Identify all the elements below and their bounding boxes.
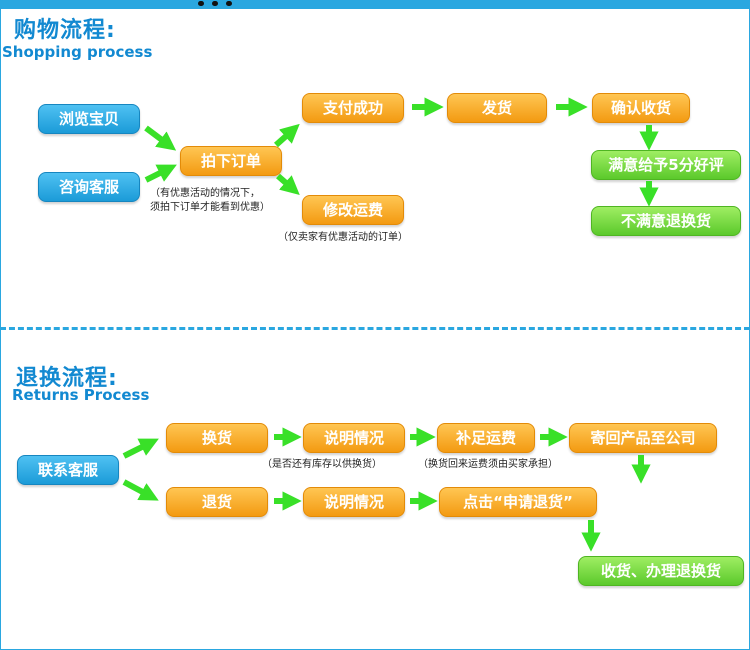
- step-contact-service: 联系客服: [17, 455, 119, 485]
- step-satisfied-review: 满意给予5分好评: [591, 150, 741, 180]
- step-confirm-receipt: 确认收货: [592, 93, 690, 123]
- step-ship: 发货: [447, 93, 547, 123]
- returns-subtitle: Returns Process: [12, 386, 150, 404]
- step-modify-shipping-fee: 修改运费: [302, 195, 404, 225]
- top-dot: [212, 1, 218, 6]
- top-band: [0, 0, 750, 9]
- discount-note-line1: （有优惠活动的情况下，: [150, 188, 260, 199]
- shopping-title: 购物流程:: [14, 18, 116, 43]
- top-dot: [198, 1, 204, 6]
- returns-title: 退换流程:: [16, 366, 118, 391]
- stock-note: （是否还有库存以供换货）: [262, 459, 382, 470]
- step-send-back-product: 寄回产品至公司: [569, 423, 717, 453]
- return-fee-note: （换货回来运费须由买家承担）: [418, 459, 558, 470]
- modify-fee-note: （仅卖家有优惠活动的订单）: [278, 232, 408, 243]
- discount-note-line2: 须拍下订单才能看到优惠）: [150, 202, 270, 213]
- step-exchange: 换货: [166, 423, 268, 453]
- step-add-shipping-fee: 补足运费: [437, 423, 535, 453]
- step-unsatisfied-return: 不满意退换货: [591, 206, 741, 236]
- step-receive-process-return: 收货、办理退换货: [578, 556, 744, 586]
- step-place-order: 拍下订单: [180, 146, 282, 176]
- arrow-consult-to-order: [144, 164, 177, 183]
- step-explain-refund: 说明情况: [303, 487, 405, 517]
- step-consult: 咨询客服: [38, 172, 140, 202]
- arrow-contact-to-refund: [122, 479, 159, 501]
- arrow-order-to-pay: [274, 123, 300, 148]
- arrow-order-to-modify: [276, 173, 300, 196]
- step-payment-success: 支付成功: [302, 93, 404, 123]
- arrow-browse-to-order: [144, 125, 177, 151]
- step-apply-return: 点击“申请退货”: [439, 487, 597, 517]
- section-divider: [0, 327, 750, 330]
- step-explain-exchange: 说明情况: [303, 423, 405, 453]
- step-refund: 退货: [166, 487, 268, 517]
- shopping-subtitle: Shopping process: [2, 43, 153, 61]
- step-browse: 浏览宝贝: [38, 104, 140, 134]
- top-dot: [226, 1, 232, 6]
- arrow-contact-to-exchange: [122, 438, 159, 459]
